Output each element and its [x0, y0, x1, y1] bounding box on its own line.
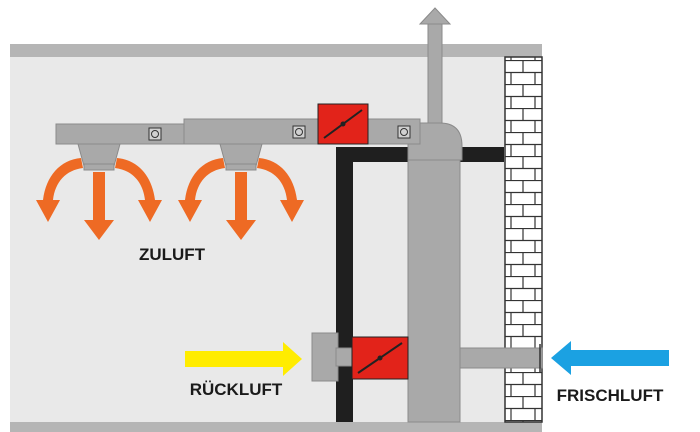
supply-airflow-arrows-right: [178, 158, 304, 240]
supply-air-label: ZULUFT: [139, 245, 206, 264]
damper-icon: [317, 103, 369, 145]
supply-duct: [55, 118, 421, 145]
fresh-air-label: FRISCHLUFT: [557, 386, 664, 405]
fresh-air-arrow: [551, 341, 669, 375]
duct-elbow: [407, 122, 463, 161]
fan-icon: [292, 125, 306, 139]
return-air-arrow: [185, 342, 302, 376]
supply-diffuser-icon: [219, 143, 263, 171]
supply-diffuser-icon: [77, 143, 121, 171]
damper-icon: [351, 336, 409, 380]
fan-icon: [397, 125, 411, 139]
return-air-inlet: [311, 332, 353, 382]
supply-airflow-arrows-left: [36, 158, 162, 240]
return-air-label: RÜCKLUFT: [190, 380, 283, 399]
floor: [10, 422, 542, 432]
ceiling: [10, 44, 542, 57]
fresh-air-duct: [459, 344, 543, 372]
unit-column: [407, 142, 461, 423]
fan-icon: [148, 127, 162, 141]
